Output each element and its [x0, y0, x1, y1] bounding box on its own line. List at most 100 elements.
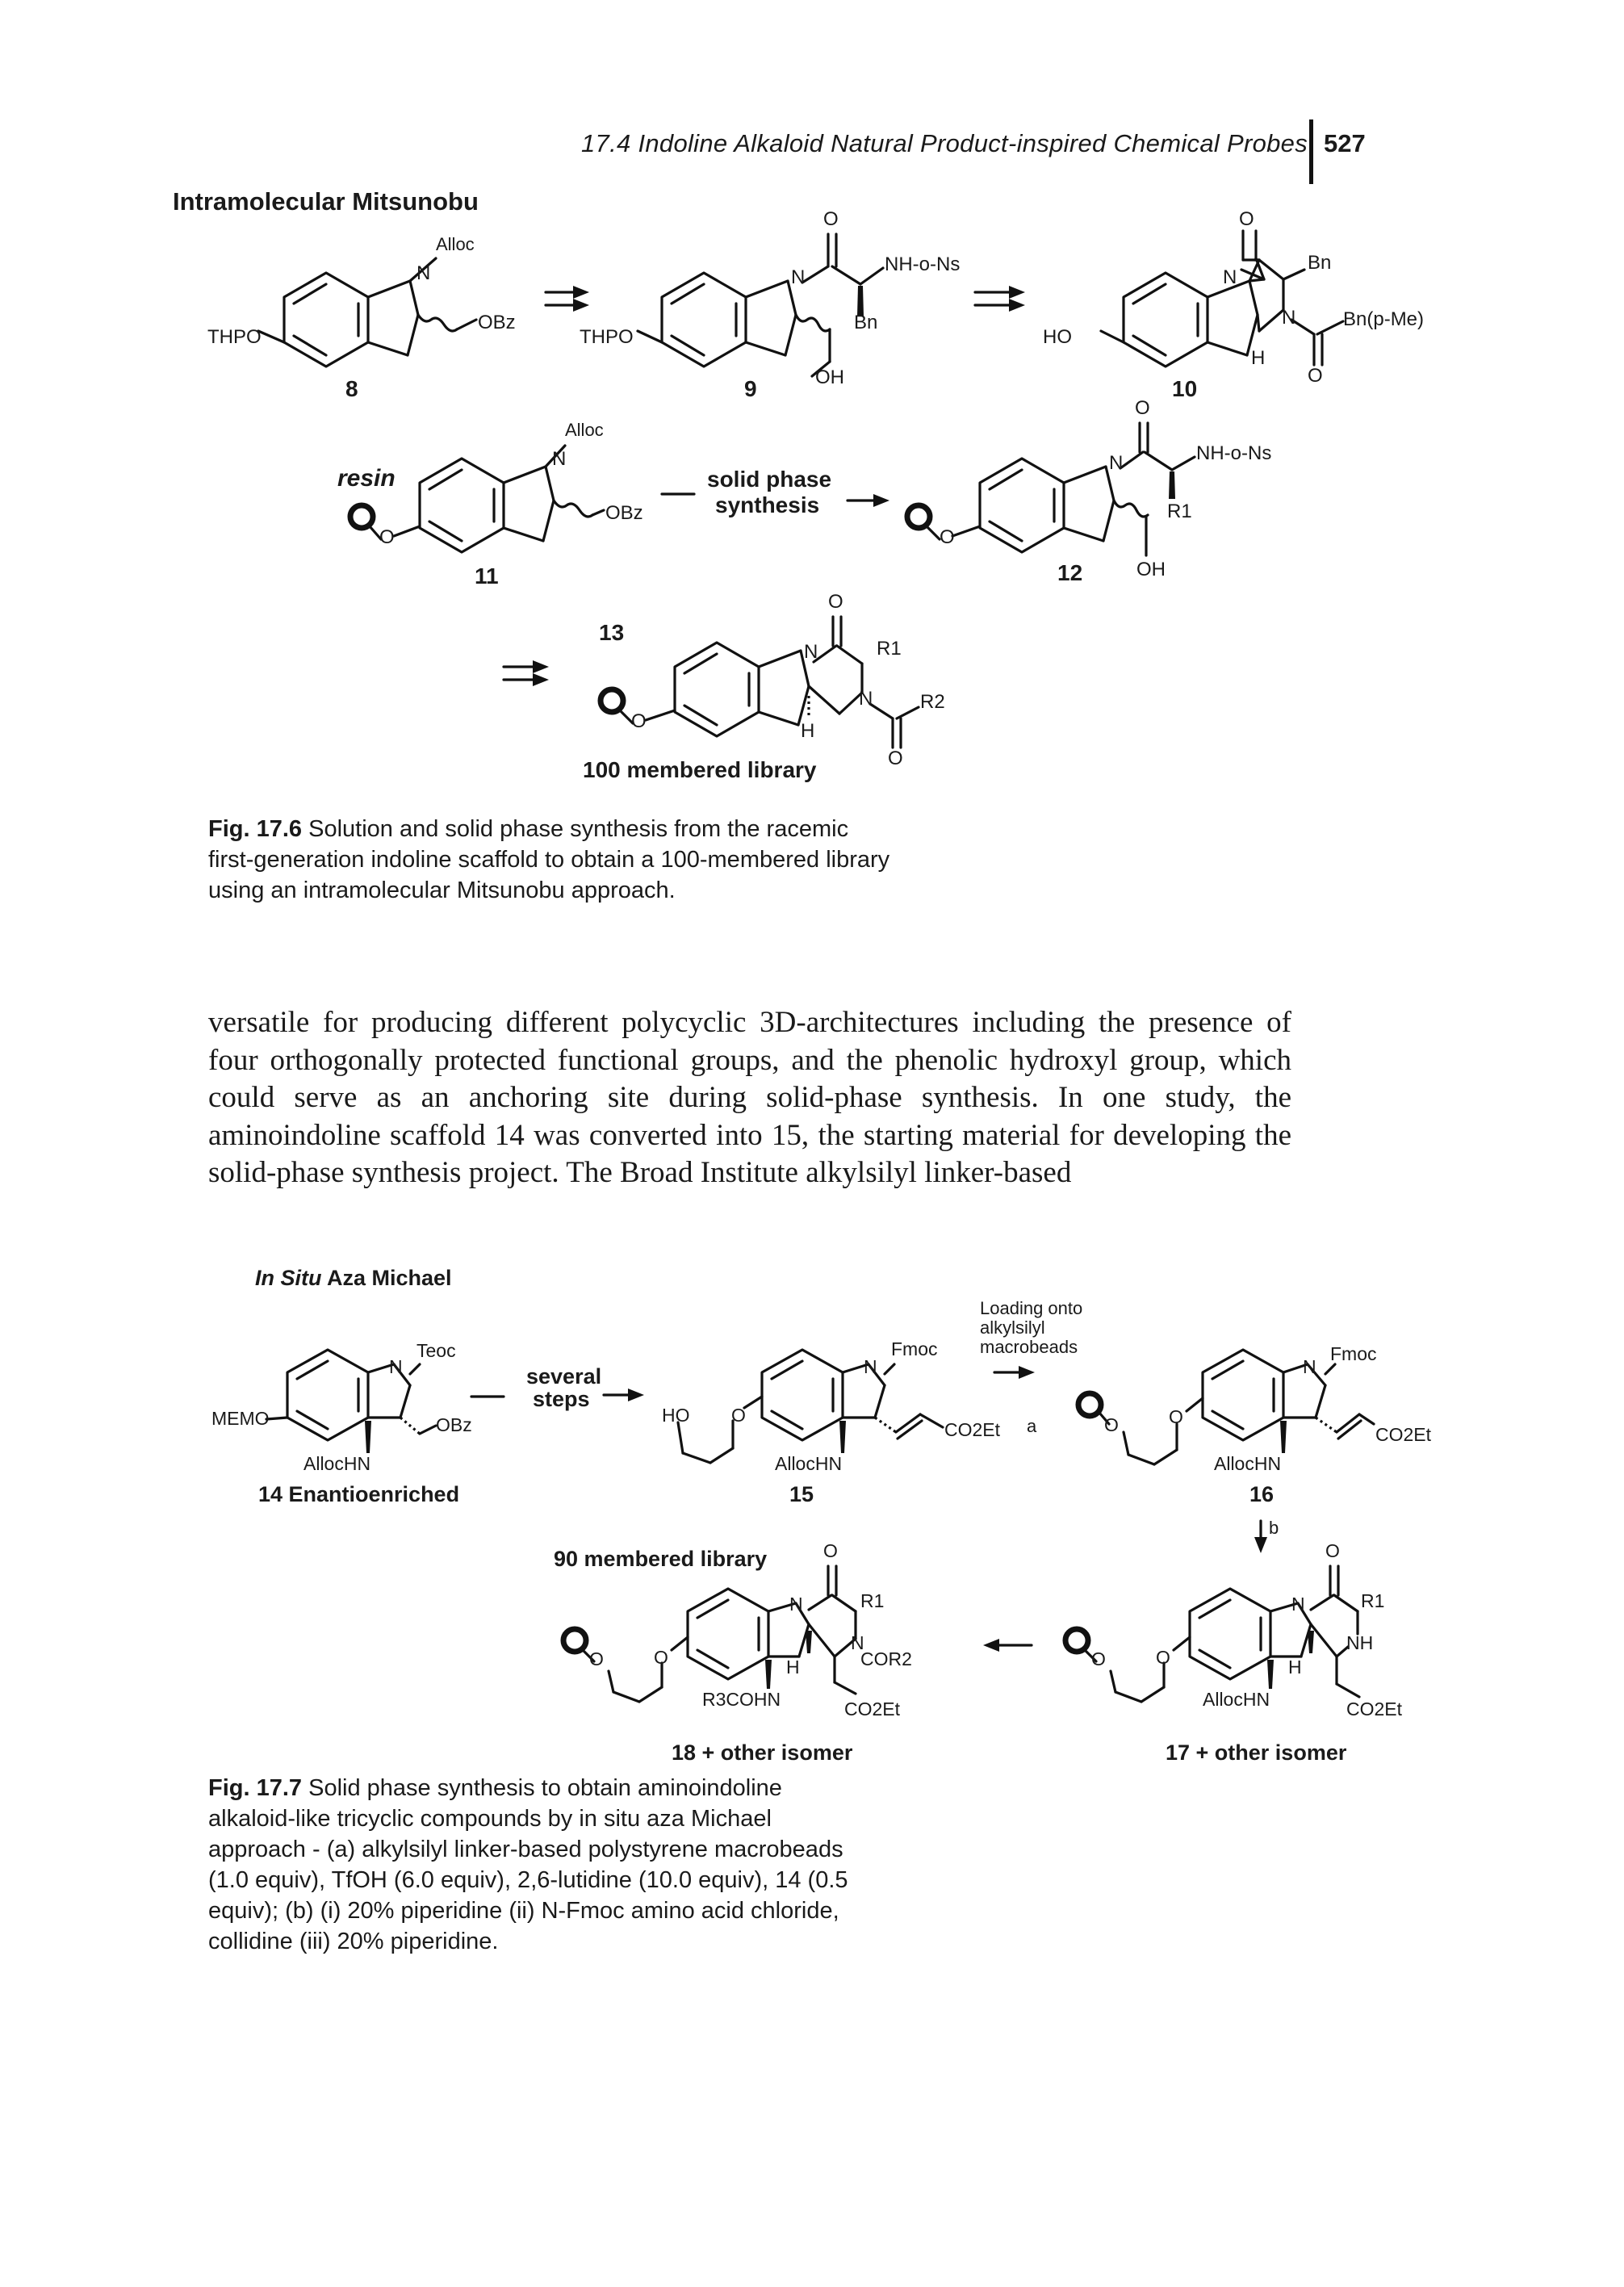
- c17-co2et: CO2Et: [1346, 1698, 1403, 1719]
- c16-co2et: CO2Et: [1375, 1424, 1432, 1445]
- figure-label-17-6: Fig. 17.6: [208, 816, 303, 842]
- compound-number-17: 17 + other isomer: [1166, 1740, 1347, 1765]
- compound-number-13: 13: [599, 620, 625, 645]
- c11-obz: OBz: [605, 502, 643, 524]
- c16-resin-bead-icon: [1075, 1390, 1104, 1419]
- c18-o3: O: [823, 1540, 838, 1561]
- c10-bnpme: Bn(p-Me): [1343, 308, 1425, 330]
- step-a-label: a: [1027, 1416, 1037, 1436]
- c9-nhns: NH-o-Ns: [885, 253, 961, 275]
- c14-obz: OBz: [436, 1414, 472, 1435]
- c16-o1: O: [1104, 1414, 1119, 1435]
- several-steps-1: several: [526, 1364, 602, 1389]
- c16-fmoc: Fmoc: [1330, 1343, 1377, 1364]
- several-steps-2: steps: [533, 1387, 590, 1411]
- scheme-title-mitsunobu: Intramolecular Mitsunobu: [173, 187, 479, 216]
- c10-n2: N: [1282, 307, 1296, 329]
- c12-n: N: [1109, 452, 1124, 474]
- c9-n: N: [791, 266, 806, 288]
- c10-n1: N: [1223, 266, 1237, 288]
- c18-n2: N: [851, 1632, 864, 1653]
- c15-allochn: AllocHN: [775, 1453, 843, 1474]
- compound-number-12: 12: [1057, 560, 1083, 585]
- c8-n: N: [416, 262, 431, 284]
- c18-co2et: CO2Et: [844, 1698, 901, 1719]
- c18-r1: R1: [860, 1590, 885, 1611]
- c15-fmoc: Fmoc: [891, 1338, 938, 1359]
- library-label-100: 100 membered library: [583, 757, 817, 782]
- compound-number-14: 14 Enantioenriched: [258, 1482, 460, 1506]
- c13-o1: O: [828, 591, 843, 613]
- c13-n1: N: [804, 641, 818, 663]
- compound-number-9: 9: [744, 376, 757, 401]
- c17-o1: O: [1091, 1648, 1106, 1669]
- c15-o: O: [731, 1405, 746, 1426]
- loading-label-2: alkylsilyl: [980, 1317, 1045, 1338]
- c17-h: H: [1288, 1657, 1302, 1678]
- c13-h: H: [801, 720, 815, 742]
- c17-nh: NH: [1346, 1632, 1374, 1653]
- c18-resin-bead-icon: [560, 1626, 589, 1655]
- c10-o2: O: [1308, 365, 1323, 387]
- c14-n: N: [389, 1356, 403, 1377]
- figure-label-17-7: Fig. 17.7: [208, 1775, 303, 1801]
- c18-cor2: COR2: [860, 1648, 912, 1669]
- c18-o2: O: [654, 1647, 668, 1668]
- c10-h: H: [1251, 347, 1266, 369]
- c11-alloc: Alloc: [565, 420, 604, 440]
- c17-r1: R1: [1361, 1590, 1385, 1611]
- running-head: 17.4 Indoline Alkaloid Natural Product-i…: [581, 129, 1308, 157]
- c11-o: O: [379, 526, 395, 548]
- c11-resin-bead-icon: [347, 502, 376, 531]
- step-b-label: b: [1269, 1518, 1279, 1538]
- compound-number-8: 8: [345, 376, 358, 401]
- c18-r3cohn: R3COHN: [702, 1689, 781, 1710]
- compound-number-11: 11: [475, 563, 499, 589]
- c13-n2: N: [859, 688, 873, 710]
- c9-oh: OH: [815, 367, 844, 388]
- c12-o: O: [940, 526, 955, 548]
- c17-o3: O: [1325, 1540, 1340, 1561]
- c17-allochn: AllocHN: [1203, 1689, 1270, 1710]
- page-number: 527: [1324, 129, 1366, 157]
- loading-label-3: macrobeads: [980, 1337, 1078, 1357]
- c12-r1: R1: [1167, 501, 1192, 522]
- c13-r2: R2: [920, 691, 945, 713]
- loading-label-1: Loading onto: [980, 1298, 1083, 1318]
- c15-co2et: CO2Et: [944, 1419, 1001, 1440]
- figure-caption-text-17-7: Solid phase synthesis to obtain aminoind…: [208, 1775, 848, 1954]
- c14-memo: MEMO: [211, 1408, 270, 1429]
- solid-phase-label-2: synthesis: [715, 492, 820, 517]
- c12-resin-bead-icon: [904, 502, 933, 531]
- compound-8-bonds: [257, 257, 478, 368]
- c13-r1: R1: [877, 638, 902, 660]
- c17-o2: O: [1156, 1647, 1170, 1668]
- figure-caption-text-17-6: Solution and solid phase synthesis from …: [208, 816, 890, 903]
- c8-obz: OBz: [478, 312, 516, 333]
- c18-n: N: [789, 1594, 803, 1615]
- scheme-title-rest: Aza Michael: [321, 1266, 452, 1290]
- compound-number-15: 15: [789, 1482, 814, 1506]
- compound-number-10: 10: [1172, 376, 1198, 401]
- library-label-90: 90 membered library: [554, 1547, 768, 1571]
- c12-nhns: NH-o-Ns: [1196, 442, 1272, 464]
- c13-o: O: [631, 710, 647, 732]
- c15-ho: HO: [662, 1405, 690, 1426]
- c9-o: O: [823, 208, 839, 230]
- c10-bn: Bn: [1308, 252, 1332, 274]
- c11-resin: resin: [337, 465, 396, 492]
- c8-thpo: THPO: [207, 326, 262, 348]
